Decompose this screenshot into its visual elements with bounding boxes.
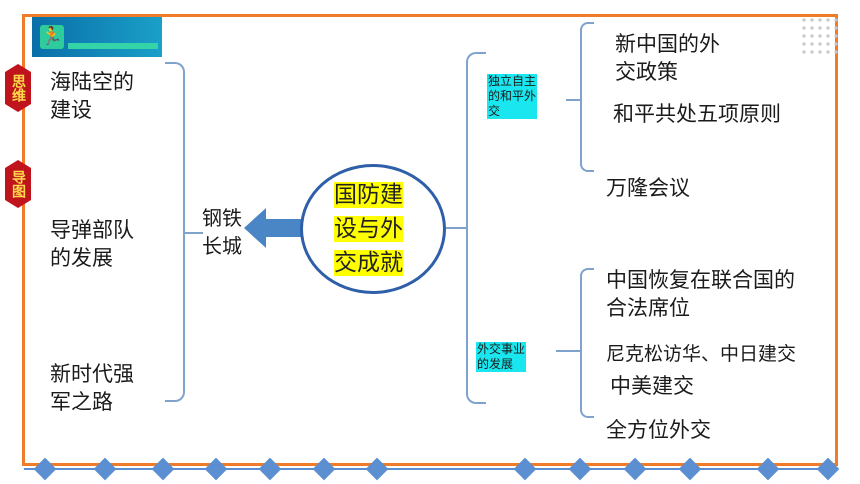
upper-item-principles: 和平共处五项原则 (613, 102, 781, 126)
upper-item-policy: 新中国的外交政策 (615, 32, 720, 84)
left-node: 钢铁长城 (202, 206, 242, 258)
left-brace-tip (185, 232, 203, 234)
lower-item-un: 中国恢复在联合国的合法席位 (606, 268, 795, 320)
left-item-1: 海陆空的建设 (50, 70, 134, 122)
banner-stripe (68, 43, 158, 49)
header-banner: 🏃 (32, 17, 162, 57)
lower-item-omni: 全方位外交 (606, 418, 711, 442)
left-item-2: 导弹部队的发展 (50, 218, 134, 270)
side-label-thinking: 思维 (5, 64, 31, 112)
dot-grid-decoration (800, 16, 840, 54)
outer-frame (22, 14, 838, 466)
lower-brace-tip (556, 350, 580, 352)
lower-group-label: 外交事业 的发展 (476, 342, 527, 372)
left-brace (165, 62, 185, 402)
upper-brace (580, 22, 594, 172)
left-item-3: 新时代强军之路 (50, 362, 134, 414)
lower-item-sino-us: 中美建交 (610, 374, 694, 398)
runner-icon: 🏃 (40, 25, 64, 49)
upper-item-bandung: 万隆会议 (606, 176, 690, 200)
lower-brace (580, 268, 594, 418)
upper-group-label: 独立自主 的和平外 交 (487, 74, 538, 119)
lower-item-nixon: 尼克松访华、中日建交 (606, 343, 797, 365)
upper-brace-tip (566, 99, 580, 101)
side-label-map: 导图 (5, 160, 31, 208)
left-arrow-icon (244, 208, 302, 248)
right-brace-tip (446, 227, 466, 229)
center-title: 国防建 设与外 交成就 (334, 182, 403, 276)
bottom-line (24, 468, 838, 470)
right-main-brace (466, 52, 486, 404)
